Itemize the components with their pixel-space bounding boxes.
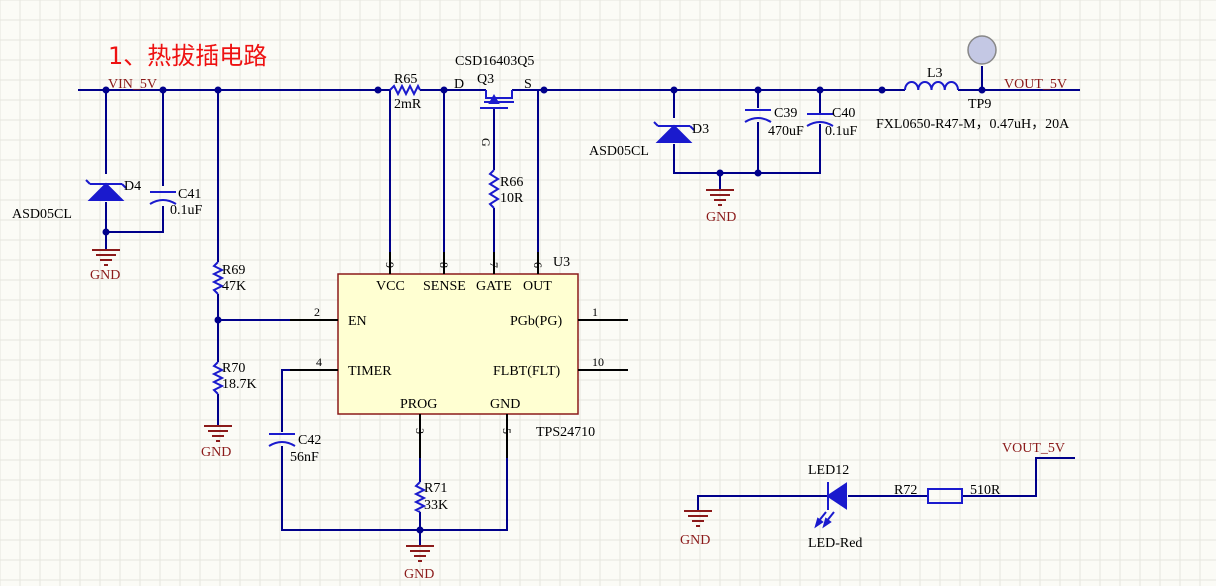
gnd-label-u3: GND [404, 567, 434, 582]
wires [78, 66, 1080, 545]
c40-capacitor[interactable]: C40 0.1uF [806, 106, 858, 139]
gnd-symbol-u3 [406, 545, 434, 562]
u3-pin-number-pgb: 1 [592, 305, 598, 319]
u3-pin-number-prog: 3 [413, 428, 427, 434]
u3-ref: U3 [553, 255, 570, 270]
r65-ref: R65 [394, 72, 417, 87]
u3-pin-number-en: 2 [314, 305, 320, 319]
q3-source-label: S [524, 77, 532, 92]
net-label-vout-main: VOUT_5V [1004, 77, 1067, 92]
u3-pin-timer-label: TIMER [348, 364, 392, 379]
u3-part: TPS24710 [536, 425, 595, 440]
gnd-symbols: GND GND GND GND GND [90, 189, 736, 582]
led12-led[interactable]: LED12 LED-Red [808, 463, 862, 551]
u3-pin-pgb-label: PGb(PG) [510, 314, 562, 329]
c40-value: 0.1uF [825, 124, 858, 139]
gnd-symbol-r70 [204, 425, 232, 442]
r70-ref: R70 [222, 361, 245, 376]
u3-pin-vcc-label: VCC [376, 279, 405, 294]
d3-part: ASD05CL [589, 144, 649, 159]
d4-ref: D4 [124, 179, 141, 194]
u3-pin-number-vcc: 9 [383, 262, 397, 268]
q3-part: CSD16403Q5 [455, 54, 534, 69]
c42-capacitor[interactable]: C42 56nF [268, 433, 321, 465]
c39-ref: C39 [774, 106, 797, 121]
tp9-testpoint[interactable]: TP9 [967, 35, 997, 112]
net-label-vout-led: VOUT_5V [1002, 441, 1065, 456]
c40-ref: C40 [832, 106, 855, 121]
u3-pin-number-flbt: 10 [592, 355, 604, 369]
r72-value: 510R [970, 483, 1001, 498]
r71-resistor[interactable]: R71 33K [413, 481, 448, 513]
r66-value: 10R [500, 191, 524, 206]
c42-value: 56nF [290, 450, 319, 465]
u3-pin-number-gate: 7 [487, 262, 501, 268]
r72-ref: R72 [894, 483, 917, 498]
schematic-title: 1、热拔插电路 [108, 42, 267, 70]
u3-chip[interactable]: VCC SENSE GATE OUT EN TIMER PROG GND PGb… [290, 252, 628, 458]
r71-ref: R71 [424, 481, 447, 496]
r69-resistor[interactable]: R69 47K [211, 261, 246, 295]
d3-diode[interactable]: D3 ASD05CL [589, 121, 709, 159]
led12-ref: LED12 [808, 463, 849, 478]
d4-part: ASD05CL [12, 207, 72, 222]
r69-ref: R69 [222, 263, 245, 278]
u3-pin-number-gnd: 5 [500, 428, 514, 434]
u3-pin-sense-label: SENSE [423, 279, 466, 294]
tp9-ref: TP9 [968, 97, 991, 112]
c39-value: 470uF [768, 124, 804, 139]
u3-pin-number-sense: 8 [437, 262, 451, 268]
l3-part: FXL0650-R47-M，0.47uH，20A [876, 117, 1070, 132]
r65-value: 2mR [394, 97, 422, 112]
q3-mosfet[interactable]: CSD16403Q5 Q3 D S G [454, 54, 534, 147]
r66-resistor[interactable]: R66 10R [488, 169, 524, 209]
r71-value: 33K [424, 498, 448, 513]
q3-drain-label: D [454, 77, 464, 92]
gnd-label-d3: GND [706, 210, 736, 225]
u3-pin-gate-label: GATE [476, 279, 512, 294]
r69-value: 47K [222, 279, 246, 294]
d4-diode[interactable]: D4 ASD05CL [12, 179, 141, 222]
r72-resistor[interactable]: R72 510R [894, 483, 1001, 504]
gnd-symbol-d3 [706, 189, 734, 206]
led12-part: LED-Red [808, 536, 862, 551]
c42-ref: C42 [298, 433, 321, 448]
u3-pin-prog-label: PROG [400, 397, 437, 412]
c41-ref: C41 [178, 187, 201, 202]
u3-pin-flbt-label: FLBT(FLT) [493, 364, 560, 379]
q3-ref: Q3 [477, 72, 494, 87]
r65-resistor[interactable]: R65 2mR [389, 72, 422, 112]
r66-ref: R66 [500, 175, 523, 190]
c39-capacitor[interactable]: C39 470uF [744, 106, 804, 139]
u3-pin-gnd-label: GND [490, 397, 520, 412]
gnd-symbol-d4 [92, 249, 120, 266]
r70-value: 18.7K [222, 377, 257, 392]
r70-resistor[interactable]: R70 18.7K [211, 361, 257, 395]
gnd-label-r70: GND [201, 445, 231, 460]
u3-pin-number-timer: 4 [316, 355, 322, 369]
gnd-symbol-led [684, 510, 712, 527]
u3-pin-number-out: 6 [531, 262, 545, 268]
gnd-label-d4: GND [90, 268, 120, 283]
c41-value: 0.1uF [170, 203, 203, 218]
junctions [102, 86, 986, 534]
l3-ref: L3 [927, 66, 943, 81]
u3-pin-out-label: OUT [523, 279, 552, 294]
c41-capacitor[interactable]: C41 0.1uF [149, 187, 203, 218]
gnd-label-led: GND [680, 533, 710, 548]
net-label-vin: VIN_5V [108, 77, 157, 92]
q3-gate-label: G [479, 138, 493, 147]
l3-inductor[interactable]: L3 FXL0650-R47-M，0.47uH，20A [876, 66, 1070, 132]
d3-ref: D3 [692, 122, 709, 137]
u3-pin-en-label: EN [348, 314, 367, 329]
